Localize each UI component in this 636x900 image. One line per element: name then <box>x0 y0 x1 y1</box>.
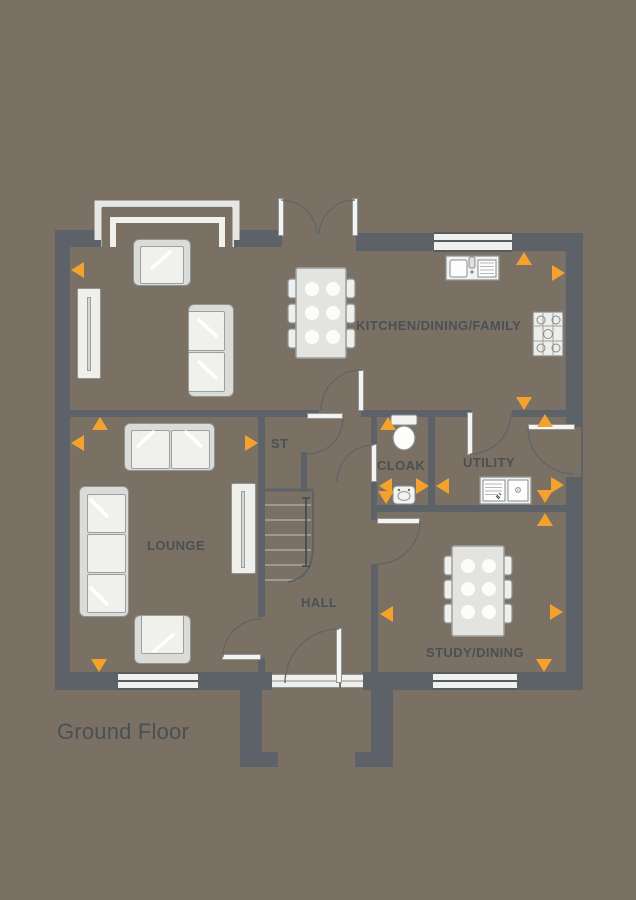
marker-arrow-icon <box>379 478 392 494</box>
wall-family-lounge <box>70 410 319 417</box>
lounge-sofa3-cushion-3 <box>87 574 126 613</box>
lounge-door-arc <box>222 618 262 658</box>
marker-arrow-icon <box>537 414 553 427</box>
porch-post-right-foot <box>355 752 393 767</box>
stair-handrail <box>302 497 310 567</box>
wall-door-reveal-line <box>581 427 583 477</box>
study-window <box>433 672 517 690</box>
floor-title: Ground Floor <box>57 719 190 744</box>
family-sofa-cushion-1 <box>188 311 225 351</box>
marker-arrow-icon <box>536 659 552 672</box>
wall-exterior-right-upper <box>566 233 583 427</box>
wall-exterior-top-a <box>55 230 97 247</box>
kitchen-sink-drainer <box>445 255 500 281</box>
wall-exterior-right-lower <box>566 477 583 690</box>
room-label-store: ST <box>271 436 289 451</box>
marker-arrow-icon <box>516 397 532 410</box>
front-door-threshold <box>272 674 339 688</box>
hob <box>532 311 564 357</box>
wall-store-right <box>301 452 307 492</box>
wall-exterior-left <box>55 230 70 690</box>
marker-arrow-icon <box>537 513 553 526</box>
marker-arrow-icon <box>71 435 84 451</box>
wall-kitchen-cloak <box>361 410 472 417</box>
utility-exterior-door-arc <box>527 427 575 475</box>
lounge-sofa3-cushion-2 <box>87 534 126 573</box>
wall-lounge-hall <box>258 417 265 617</box>
study-door-arc <box>376 520 421 565</box>
wall-cloak-utility <box>428 417 435 505</box>
room-label-lounge: LOUNGE <box>147 538 206 553</box>
wall-cloak-left-lower <box>371 482 377 511</box>
lounge-sideboard <box>231 483 256 574</box>
wall-hall-study-lower <box>371 564 378 672</box>
wall-kitchen-utility <box>512 410 566 417</box>
front-door-arc <box>284 628 340 684</box>
french-door-left-leaf <box>278 198 284 236</box>
wall-hall-study-upper <box>371 511 377 520</box>
wall-cloak-study <box>371 505 435 512</box>
marker-arrow-icon <box>416 478 429 494</box>
lounge-armchair-seat <box>141 615 184 654</box>
wall-utility-study <box>435 505 576 512</box>
lounge-window <box>118 672 198 690</box>
marker-arrow-icon <box>245 435 258 451</box>
marker-arrow-icon <box>91 659 107 672</box>
wall-exterior-bottom-a <box>55 672 118 690</box>
store-door-leaf <box>307 413 343 419</box>
wall-cloak-left-upper <box>371 417 377 444</box>
wall-exterior-bottom-d <box>517 672 583 690</box>
kitchen-door-arc <box>320 369 362 411</box>
marker-arrow-icon <box>71 262 84 278</box>
family-console-table <box>77 288 101 379</box>
console-detail <box>87 297 91 371</box>
marker-arrow-icon <box>537 490 553 503</box>
porch-post-left-foot <box>240 752 278 767</box>
wall-exterior-top-c <box>356 233 434 251</box>
family-armchair-seat <box>140 246 184 284</box>
study-dining-table <box>443 545 513 637</box>
marker-arrow-icon <box>378 491 394 504</box>
front-door-sidelight <box>341 674 363 688</box>
marker-arrow-icon <box>436 478 449 494</box>
marker-arrow-icon <box>516 252 532 265</box>
wall-lounge-hall-stub <box>258 658 265 672</box>
room-label-hall: HALL <box>301 595 338 610</box>
wc-basin <box>392 485 416 505</box>
room-label-kitchen: KITCHEN/DINING/FAMILY <box>356 318 522 333</box>
room-label-cloak: CLOAK <box>377 458 426 473</box>
wall-exterior-bottom-b <box>198 672 272 690</box>
kitchen-window <box>434 232 512 252</box>
marker-arrow-icon <box>550 604 563 620</box>
cushion-highlights <box>89 250 218 653</box>
utility-door-arc <box>469 412 512 455</box>
store-door-arc <box>306 418 344 455</box>
french-door-right-leaf <box>352 198 358 236</box>
lounge-sofa2-cushion-2 <box>171 430 210 469</box>
porch-post-right <box>371 690 393 767</box>
utility-counter <box>479 476 532 505</box>
french-left-arc <box>280 199 318 235</box>
marker-arrow-icon <box>92 417 108 430</box>
sideboard-detail <box>241 491 245 568</box>
french-right-arc <box>318 199 356 235</box>
room-label-study: STUDY/DINING <box>426 645 524 660</box>
wall-exterior-top-d <box>512 233 568 251</box>
door-arcs <box>222 199 575 684</box>
bay-window <box>93 200 242 247</box>
staircase <box>263 488 314 583</box>
porch-post-left <box>240 690 262 767</box>
room-label-utility: UTILITY <box>463 455 515 470</box>
cloak-door-arc <box>336 444 375 483</box>
family-sofa-cushion-2 <box>188 352 225 392</box>
marker-arrow-icon <box>380 417 396 430</box>
wall-exterior-bottom-c <box>363 672 433 690</box>
kitchen-dining-table <box>287 267 356 359</box>
marker-arrow-icon <box>380 606 393 622</box>
wall-exterior-top-b <box>237 230 282 247</box>
marker-arrow-icon <box>552 265 565 281</box>
marker-arrow-icon <box>551 477 564 493</box>
